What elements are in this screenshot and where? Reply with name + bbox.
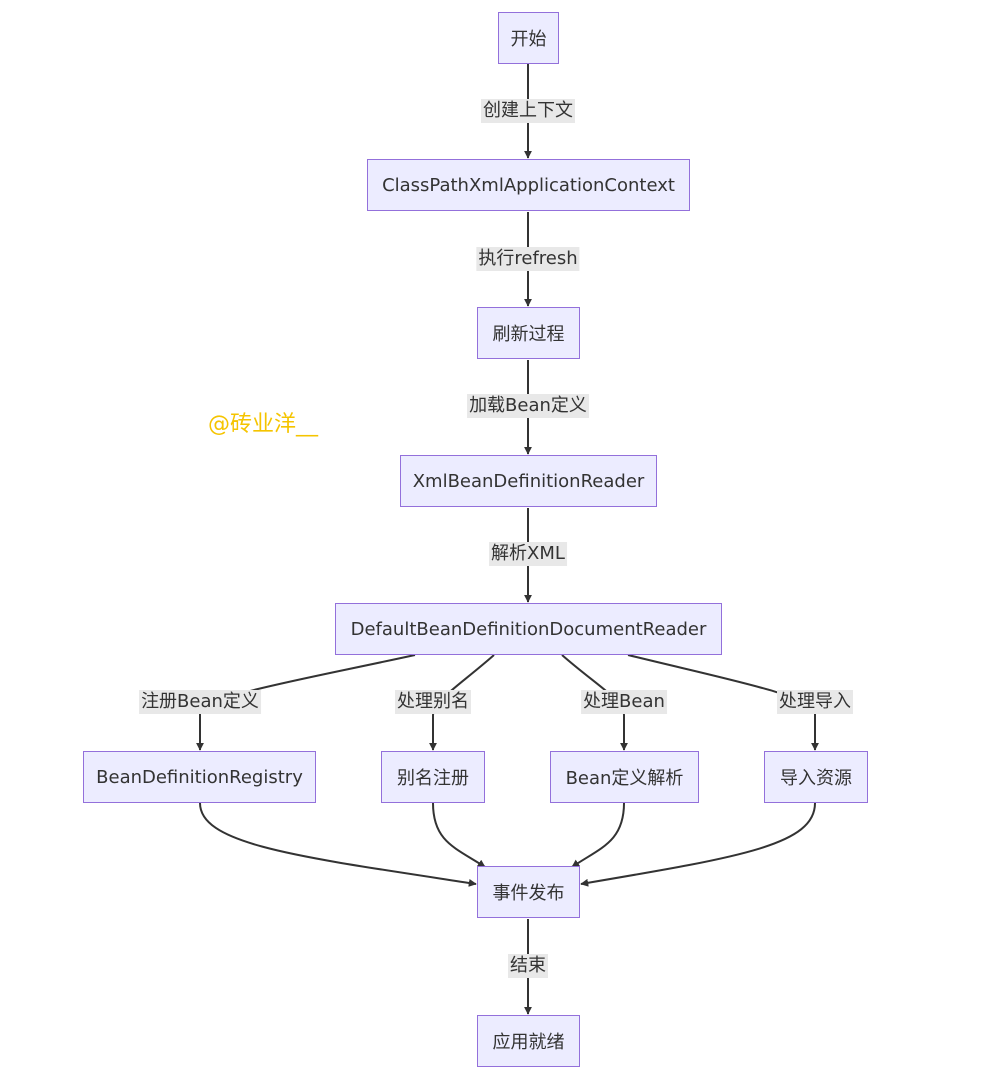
edge-registry-to-event <box>199 802 477 887</box>
edge-label-load-bean-def: 加载Bean定义 <box>467 394 589 418</box>
node-event-publish[interactable]: 事件发布 <box>477 866 580 918</box>
edge-beandef-to-event <box>571 802 625 868</box>
node-registry[interactable]: BeanDefinitionRegistry <box>83 751 316 803</box>
edge-label-exec-refresh: 执行refresh <box>476 247 580 271</box>
node-alias-register[interactable]: 别名注册 <box>381 751 485 803</box>
watermark-text: @砖业洋__ <box>208 412 319 437</box>
edge-label-parse-xml: 解析XML <box>489 542 567 566</box>
edge-label-handle-bean: 处理Bean <box>581 690 667 714</box>
edge-import-to-event <box>580 802 816 887</box>
node-bean-def-parse[interactable]: Bean定义解析 <box>550 751 699 803</box>
edge-label-create-context: 创建上下文 <box>481 99 575 123</box>
edge-alias-to-event <box>432 802 486 868</box>
node-app-ready[interactable]: 应用就绪 <box>477 1015 580 1067</box>
node-refresh-process[interactable]: 刷新过程 <box>477 307 580 359</box>
edge-label-handle-alias: 处理别名 <box>395 690 471 714</box>
edge-label-register-bean-def: 注册Bean定义 <box>139 690 261 714</box>
node-xml-reader[interactable]: XmlBeanDefinitionReader <box>400 455 657 507</box>
node-document-reader[interactable]: DefaultBeanDefinitionDocumentReader <box>335 603 722 655</box>
edge-label-end: 结束 <box>508 954 548 978</box>
node-start[interactable]: 开始 <box>498 12 559 64</box>
edge-label-handle-import: 处理导入 <box>777 690 853 714</box>
node-import-resource[interactable]: 导入资源 <box>764 751 868 803</box>
node-classpath-context[interactable]: ClassPathXmlApplicationContext <box>367 159 690 211</box>
